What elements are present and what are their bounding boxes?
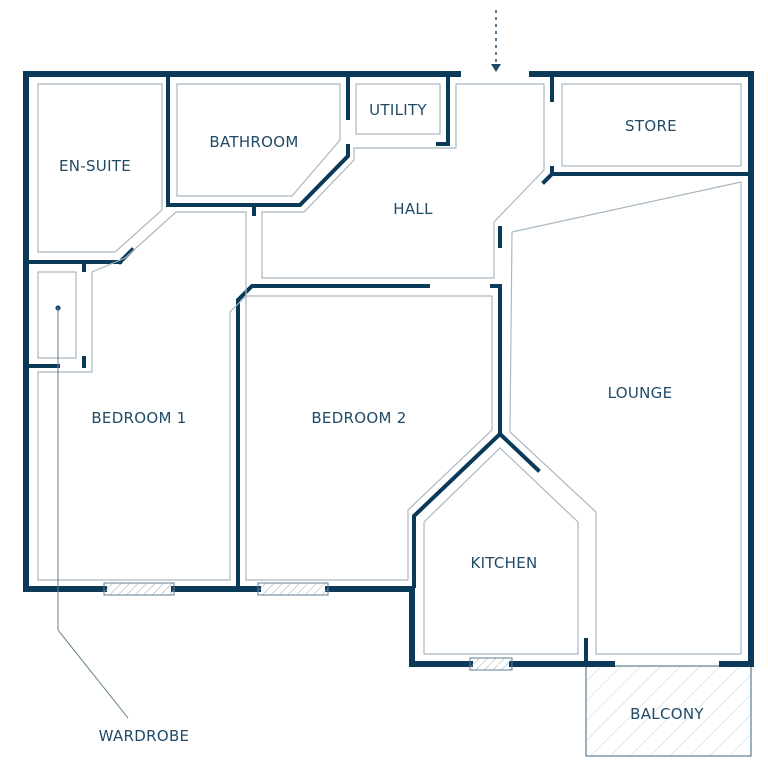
room-label-hall: HALL bbox=[393, 200, 433, 218]
room-label-utility: UTILITY bbox=[369, 101, 427, 119]
outer-walls bbox=[23, 71, 754, 667]
room-label-en-suite: EN-SUITE bbox=[59, 157, 131, 175]
room-label-bedroom-2: BEDROOM 2 bbox=[311, 409, 406, 427]
room-label-balcony: BALCONY bbox=[630, 705, 704, 723]
room-outlines bbox=[37, 83, 742, 655]
room-label-lounge: LOUNGE bbox=[608, 384, 673, 402]
room-label-bedroom-1: BEDROOM 1 bbox=[91, 409, 186, 427]
room-label-kitchen: KITCHEN bbox=[470, 554, 537, 572]
window-bedroom-1 bbox=[103, 582, 175, 596]
entrance-arrow bbox=[491, 10, 501, 72]
room-label-store: STORE bbox=[625, 117, 677, 135]
wardrobe-callout bbox=[55, 305, 129, 719]
callout-label-wardrobe: WARDROBE bbox=[99, 727, 190, 745]
room-label-bathroom: BATHROOM bbox=[209, 133, 298, 151]
balcony-area bbox=[585, 665, 752, 757]
interior-walls bbox=[26, 74, 751, 664]
window-bedroom-2 bbox=[257, 582, 329, 596]
window-kitchen bbox=[469, 657, 513, 671]
